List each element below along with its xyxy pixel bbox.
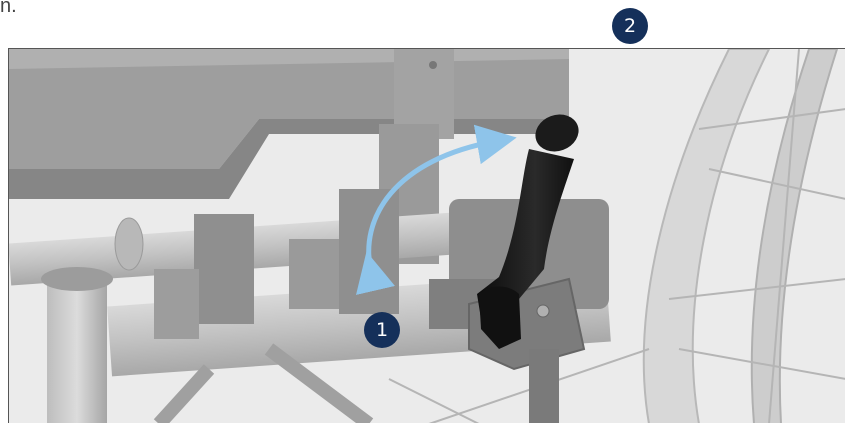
text-fragment: n. [0, 0, 17, 17]
step-badge-2: 2 [612, 8, 648, 44]
illustration-svg [9, 49, 845, 423]
curved-double-arrow-icon [355, 124, 517, 295]
step-badge-1: 1 [364, 312, 400, 348]
cross-struts [153, 343, 374, 423]
wheelchair-illustration [8, 48, 845, 423]
front-leg [41, 267, 113, 423]
rear-wheel [388, 49, 845, 423]
